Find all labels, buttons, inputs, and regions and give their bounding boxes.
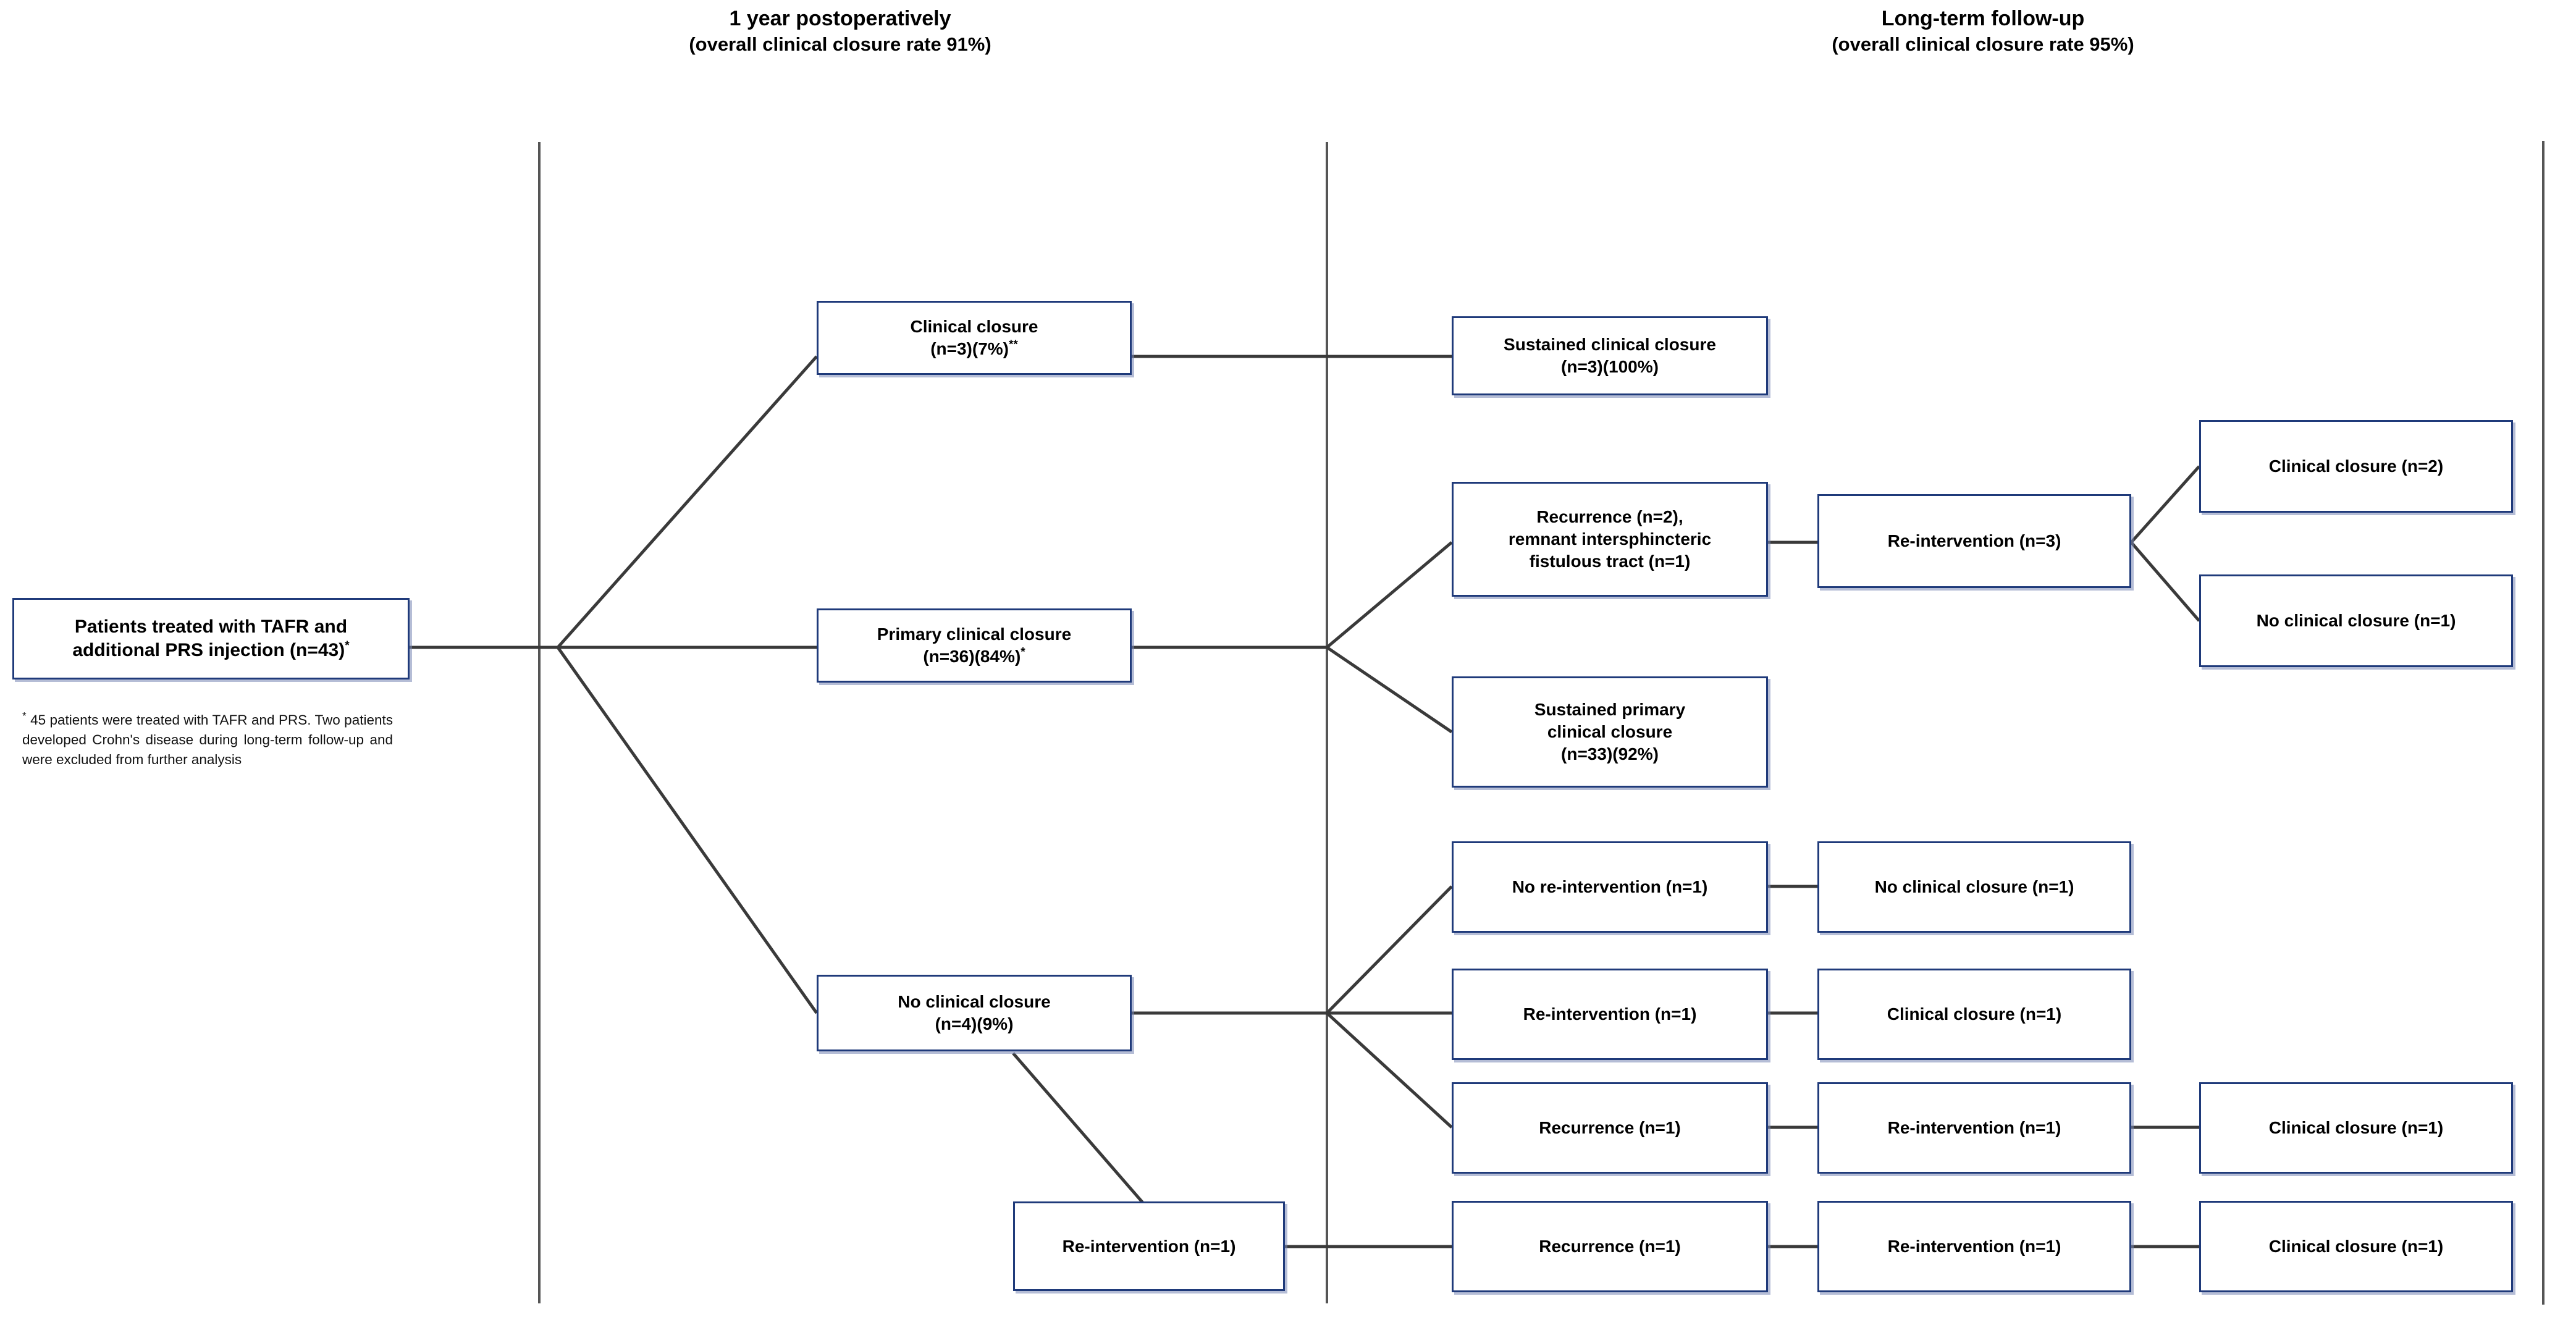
- node-no-clinical-closure-1year-line1: No clinical closure: [898, 992, 1051, 1012]
- node-clinical-closure-1year-line1: Clinical closure: [910, 317, 1038, 337]
- node-clinical-closure-n2[interactable]: Clinical closure (n=2): [2199, 420, 2513, 513]
- node-sustained-clinical-closure-line1: Sustained clinical closure: [1504, 335, 1716, 355]
- node-root-marker: *: [345, 639, 350, 652]
- node-reintervention-1year-bottom[interactable]: Re-intervention (n=1): [1013, 1201, 1285, 1291]
- node-clinical-closure-n1-rowB-line1: Clinical closure (n=1): [1887, 1004, 2062, 1024]
- footnote-text: 45 patients were treated with TAFR and P…: [22, 712, 393, 767]
- node-clinical-closure-n1-rowC-line1: Clinical closure (n=1): [2268, 1118, 2444, 1138]
- footnote-block: * 45 patients were treated with TAFR and…: [22, 710, 393, 770]
- node-no-clinical-closure-n1-rowA[interactable]: No clinical closure (n=1): [1817, 841, 2131, 933]
- node-recurrence-remnant-tract-line2: remnant intersphincteric: [1508, 529, 1712, 549]
- node-recurrence-n1-rowD[interactable]: Recurrence (n=1): [1452, 1201, 1768, 1292]
- node-sustained-primary-clinical-closure-line3: (n=33)(92%): [1561, 744, 1659, 763]
- node-primary-clinical-closure-1year-line1: Primary clinical closure: [877, 625, 1072, 644]
- node-clinical-closure-n1-rowC[interactable]: Clinical closure (n=1): [2199, 1082, 2513, 1174]
- header-long-term: Long-term follow-up (overall clinical cl…: [1748, 5, 2218, 57]
- node-reintervention-n1-rowB[interactable]: Re-intervention (n=1): [1452, 969, 1768, 1060]
- node-recurrence-remnant-tract[interactable]: Recurrence (n=2), remnant intersphincter…: [1452, 482, 1768, 597]
- node-reintervention-n1-rowD[interactable]: Re-intervention (n=1): [1817, 1201, 2131, 1292]
- node-recurrence-remnant-tract-line3: fistulous tract (n=1): [1529, 551, 1691, 571]
- header-1-year-subtitle: (overall clinical closure rate 91%): [689, 33, 991, 56]
- edge-hub3-to-sustainedprimary: [1326, 646, 1453, 734]
- edge-noclosure-to-reintervention-bottom: [1012, 1052, 1156, 1218]
- node-clinical-closure-n1-rowD[interactable]: Clinical closure (n=1): [2199, 1201, 2513, 1292]
- node-primary-clinical-closure-1year[interactable]: Primary clinical closure (n=36)(84%)*: [817, 608, 1132, 683]
- edge-hub-to-clinical-closure: [557, 355, 818, 649]
- node-reintervention-n3-line1: Re-intervention (n=3): [1887, 531, 2061, 551]
- node-reintervention-n1-rowD-line1: Re-intervention (n=1): [1887, 1237, 2061, 1256]
- node-recurrence-n1-rowD-line1: Recurrence (n=1): [1539, 1237, 1681, 1256]
- edge-reint3-to-closure-n2: [2130, 465, 2200, 544]
- edge-hub4-to-noreint: [1326, 885, 1453, 1014]
- edge-hub3-to-recurrence: [1326, 541, 1453, 649]
- node-clinical-closure-1year-marker: **: [1009, 338, 1018, 351]
- node-no-reintervention-n1-line1: No re-intervention (n=1): [1512, 877, 1708, 897]
- node-clinical-closure-n1-rowD-line1: Clinical closure (n=1): [2268, 1237, 2444, 1256]
- node-no-clinical-closure-1year[interactable]: No clinical closure (n=4)(9%): [817, 975, 1132, 1051]
- node-clinical-closure-n1-rowB[interactable]: Clinical closure (n=1): [1817, 969, 2131, 1060]
- header-1-year: 1 year postoperatively (overall clinical…: [605, 5, 1075, 57]
- header-1-year-title: 1 year postoperatively: [729, 7, 951, 30]
- edge-reint3-to-noclosure-n1: [2130, 541, 2200, 622]
- node-reintervention-n3[interactable]: Re-intervention (n=3): [1817, 494, 2131, 588]
- node-no-clinical-closure-1year-line2: (n=4)(9%): [935, 1014, 1014, 1033]
- node-reintervention-n1-rowB-line1: Re-intervention (n=1): [1523, 1004, 1697, 1024]
- header-long-term-title: Long-term follow-up: [1881, 7, 2085, 30]
- node-clinical-closure-n2-line1: Clinical closure (n=2): [2268, 456, 2444, 476]
- node-primary-clinical-closure-1year-marker: *: [1021, 646, 1025, 659]
- node-reintervention-1year-bottom-line1: Re-intervention (n=1): [1062, 1236, 1236, 1256]
- node-recurrence-remnant-tract-line1: Recurrence (n=2),: [1536, 507, 1683, 527]
- footnote-marker: *: [22, 710, 27, 722]
- node-reintervention-n1-rowC[interactable]: Re-intervention (n=1): [1817, 1082, 2131, 1174]
- node-recurrence-n1-rowC[interactable]: Recurrence (n=1): [1452, 1082, 1768, 1174]
- node-root-line1: Patients treated with TAFR and: [74, 616, 348, 637]
- node-root-line2: additional PRS injection (n=43): [72, 640, 345, 660]
- edge-hub-to-no-closure: [556, 646, 819, 1014]
- node-sustained-primary-clinical-closure-line1: Sustained primary: [1534, 700, 1686, 720]
- header-long-term-subtitle: (overall clinical closure rate 95%): [1832, 33, 2134, 56]
- node-root-patients[interactable]: Patients treated with TAFR and additiona…: [12, 598, 410, 679]
- node-sustained-clinical-closure-line2: (n=3)(100%): [1561, 357, 1659, 376]
- node-primary-clinical-closure-1year-line2: (n=36)(84%): [923, 647, 1021, 666]
- node-no-clinical-closure-n1-top[interactable]: No clinical closure (n=1): [2199, 574, 2513, 667]
- edge-hub4-to-recurrence-rowC: [1326, 1012, 1453, 1129]
- node-clinical-closure-1year[interactable]: Clinical closure (n=3)(7%)**: [817, 301, 1132, 375]
- node-clinical-closure-1year-line2: (n=3)(7%): [930, 339, 1009, 358]
- node-sustained-primary-clinical-closure-line2: clinical closure: [1547, 722, 1673, 742]
- node-sustained-primary-clinical-closure[interactable]: Sustained primary clinical closure (n=33…: [1452, 676, 1768, 788]
- node-recurrence-n1-rowC-line1: Recurrence (n=1): [1539, 1118, 1681, 1138]
- node-no-clinical-closure-n1-top-line1: No clinical closure (n=1): [2256, 611, 2456, 631]
- node-reintervention-n1-rowC-line1: Re-intervention (n=1): [1887, 1118, 2061, 1138]
- node-no-clinical-closure-n1-rowA-line1: No clinical closure (n=1): [1874, 877, 2074, 897]
- node-sustained-clinical-closure[interactable]: Sustained clinical closure (n=3)(100%): [1452, 316, 1768, 395]
- node-no-reintervention-n1[interactable]: No re-intervention (n=1): [1452, 841, 1768, 933]
